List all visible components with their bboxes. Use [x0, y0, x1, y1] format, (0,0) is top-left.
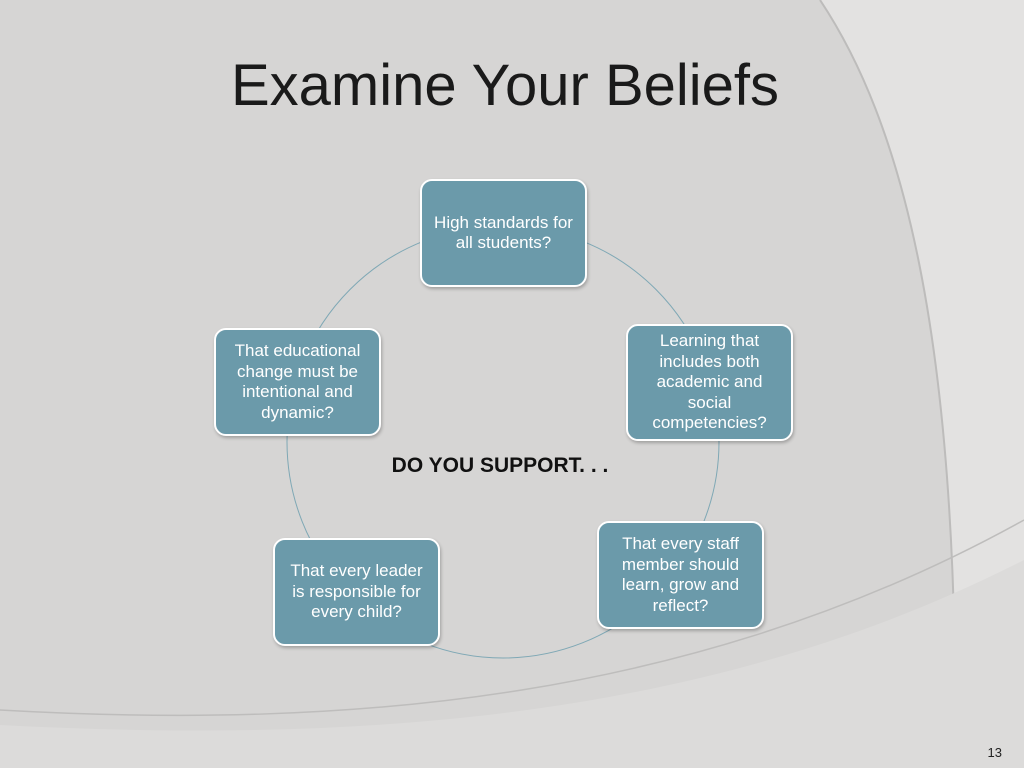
- cycle-node-educational-change: That educational change must be intentio…: [214, 328, 381, 436]
- cycle-node-staff-growth: That every staff member should learn, gr…: [597, 521, 764, 629]
- cycle-node-learning-competencies: Learning that includes both academic and…: [626, 324, 793, 441]
- page-number: 13: [987, 745, 1002, 760]
- cycle-node-leader-responsibility: That every leader is responsible for eve…: [273, 538, 440, 646]
- cycle-node-high-standards: High standards for all students?: [420, 179, 587, 287]
- page-title: Examine Your Beliefs: [230, 53, 780, 118]
- center-label: DO YOU SUPPORT. . .: [391, 454, 609, 477]
